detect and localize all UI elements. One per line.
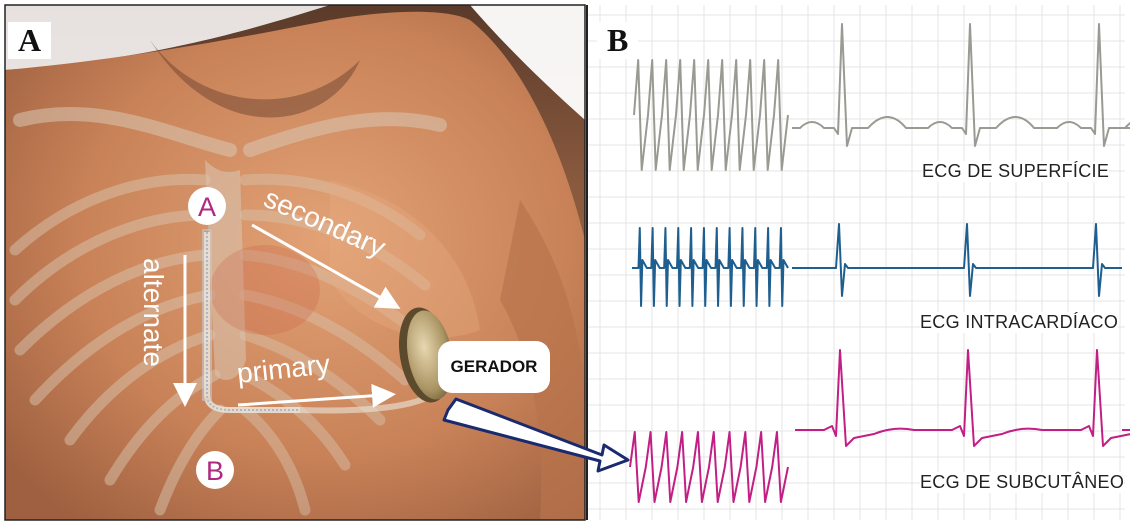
point-a-marker: A (188, 187, 226, 225)
generator-label: GERADOR (438, 341, 550, 393)
panel-b-label: B (597, 22, 638, 59)
intracardiac-ecg-label: ECG INTRACARDÍACO (920, 312, 1118, 333)
panel-b-ecg (588, 5, 1130, 520)
subcutaneous-ecg-label: ECG DE SUBCUTÂNEO (920, 472, 1124, 493)
point-b-label: B (206, 456, 224, 486)
panel-a-illustration: secondary primary alternate A B (5, 5, 585, 520)
point-a-label: A (198, 192, 216, 222)
surface-ecg-label: ECG DE SUPERFÍCIE (922, 161, 1109, 182)
panel-a-label: A (8, 22, 51, 59)
alternate-vector-label: alternate (138, 258, 169, 367)
point-b-marker: B (196, 451, 234, 489)
